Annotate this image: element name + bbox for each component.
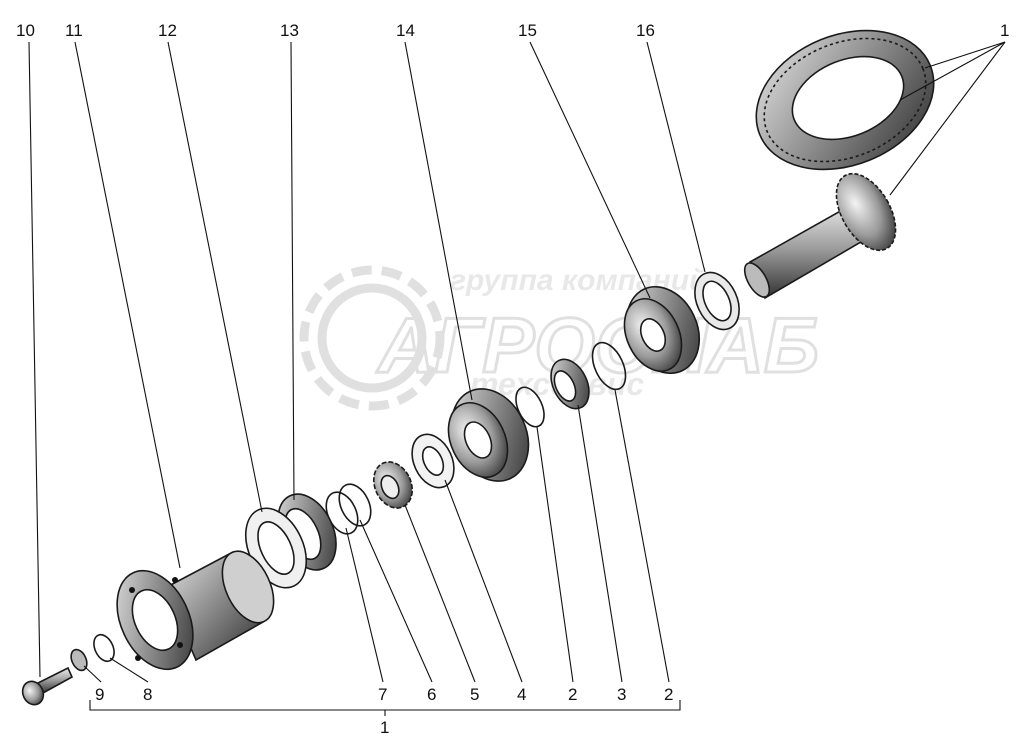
label-2-b: 2 [664, 685, 673, 704]
label-5: 5 [470, 685, 479, 704]
leader-lines [28, 41, 1006, 683]
label-6: 6 [427, 685, 436, 704]
label-15: 15 [518, 21, 537, 40]
shim-12-hole [257, 521, 295, 575]
label-9: 9 [95, 685, 104, 704]
label-12: 12 [158, 21, 177, 40]
label-14: 14 [396, 21, 415, 40]
washer-8 [93, 633, 115, 663]
ring-6 [338, 483, 372, 527]
lock-washer-4-hole [421, 446, 445, 476]
label-3: 3 [617, 685, 626, 704]
group-bracket [89, 700, 681, 716]
label-1-group: 1 [380, 718, 389, 737]
label-8: 8 [143, 685, 152, 704]
label-16: 16 [636, 21, 655, 40]
label-7: 7 [378, 685, 387, 704]
flange-housing-11 [116, 550, 275, 671]
gear-logo-icon [299, 265, 445, 411]
label-10: 10 [16, 21, 35, 40]
label-13: 13 [280, 21, 299, 40]
pinion-shaft [743, 172, 897, 300]
ring-2-upper [591, 341, 627, 391]
label-11: 11 [65, 21, 83, 40]
bearing-14 [447, 388, 530, 482]
sleeve-3 [550, 358, 590, 410]
ring-gear [755, 29, 935, 171]
label-2-a: 2 [568, 685, 577, 704]
washer-9 [70, 648, 88, 672]
label-1-top: 1 [1000, 21, 1009, 40]
label-4: 4 [517, 685, 526, 704]
washer-16-hole [702, 280, 732, 322]
bearing-15 [623, 285, 701, 375]
nut-5 [372, 461, 414, 509]
bolt-10 [21, 666, 74, 706]
